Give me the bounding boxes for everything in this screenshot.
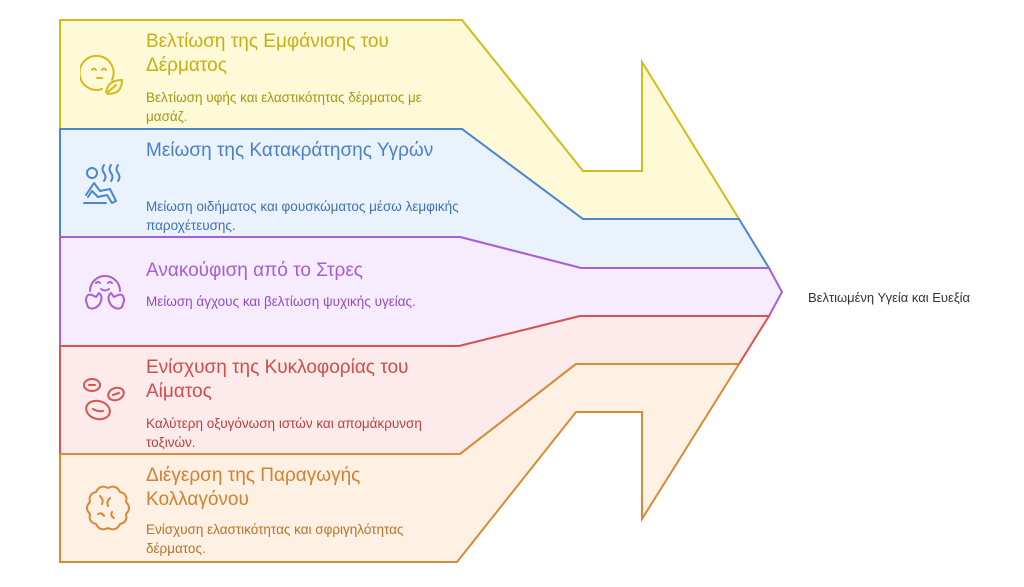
- item-title: Ενίσχυση της Κυκλοφορίας του Αίματος: [146, 357, 409, 402]
- face-leaf-icon: [80, 54, 124, 96]
- blood-cells-icon: [83, 378, 125, 421]
- item-description: Μείωση άγχους και βελτίωση ψυχικής υγεία…: [146, 294, 416, 309]
- item-title: Μείωση της Κατακράτησης Υγρών: [146, 140, 434, 161]
- item-skin-appearance: Βελτίωση της Εμφάνισης του Δέρματος Βελτ…: [60, 20, 460, 129]
- item-description: Βελτίωση υφής και ελαστικότητας δέρματος…: [146, 90, 422, 124]
- item-blood-circulation: Ενίσχυση της Κυκλοφορίας του Αίματος Καλ…: [60, 346, 460, 454]
- item-description: Μείωση οιδήματος και φουσκώματος μέσω λε…: [146, 199, 459, 233]
- item-title: Διέγερση της Παραγωγής Κολλαγόνου: [146, 465, 361, 510]
- collagen-cloud-icon: [86, 485, 130, 531]
- item-title: Ανακούφιση από το Στρες: [146, 260, 363, 281]
- item-stress-relief: Ανακούφιση από το Στρες Μείωση άγχους κα…: [60, 237, 460, 346]
- item-collagen: Διέγερση της Παραγωγής Κολλαγόνου Ενίσχυ…: [60, 454, 460, 562]
- item-description: Καλύτερη οξυγόνωση ιστών και απομάκρυνση…: [146, 416, 422, 450]
- result-label: Βελτιωμένη Υγεία και Ευεξία: [808, 290, 971, 305]
- item-fluid-retention: Μείωση της Κατακράτησης Υγρών Μείωση οιδ…: [60, 129, 460, 237]
- reclining-person-steam-icon: [83, 164, 121, 204]
- calm-face-hands-icon: [85, 275, 125, 310]
- item-description: Ενίσχυση ελαστικότητας και σφριγηλότητας…: [146, 522, 404, 556]
- item-title: Βελτίωση της Εμφάνισης του Δέρματος: [146, 31, 389, 76]
- band-collagen: [59, 363, 741, 563]
